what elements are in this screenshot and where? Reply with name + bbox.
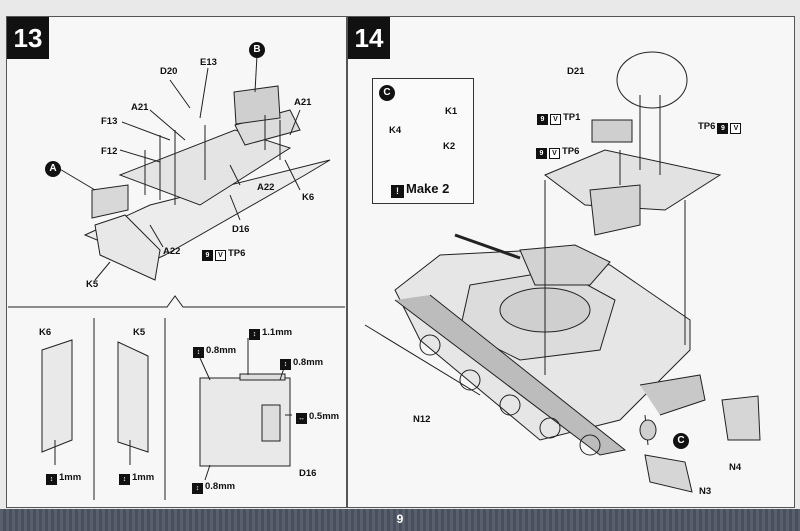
step-14-number: 14 <box>348 17 390 59</box>
k5-spacing-dim: ↕1mm <box>119 472 154 485</box>
part-label-k6: K6 <box>302 192 315 203</box>
callout-c-badge: C <box>673 433 689 449</box>
k6-spacing-text: 1mm <box>59 472 82 483</box>
part-label-d16: D16 <box>232 224 250 235</box>
part-label-f13: F13 <box>101 116 118 127</box>
tp6-text: TP6 <box>228 248 246 259</box>
measure-icon: ↕ <box>46 474 57 485</box>
part-label-a21-right: A21 <box>294 97 312 108</box>
measure-icon: ↕ <box>119 474 130 485</box>
part-label-d21: D21 <box>567 66 585 77</box>
step-13-number: 13 <box>7 17 49 59</box>
part-label-e13: E13 <box>200 57 217 68</box>
part-label-n4: N4 <box>729 462 742 473</box>
callout-b-badge: B <box>249 42 265 58</box>
part-label-k5: K5 <box>86 279 99 290</box>
k6-spacing-dim: ↕1mm <box>46 472 81 485</box>
photo-etch-icon: 9 <box>717 123 729 134</box>
d16-dim-1: ↕1.1mm <box>249 327 292 340</box>
d16-dim-4: ↔0.5mm <box>296 411 340 424</box>
measure-icon: ↕ <box>249 329 260 340</box>
page-number: 9 <box>396 512 404 526</box>
bend-icon: V <box>215 250 226 261</box>
part-label-f12: F12 <box>101 146 118 157</box>
measure-icon: ↕ <box>193 347 204 358</box>
part-label-k1: K1 <box>445 106 458 117</box>
d16-dim-3: ↕0.8mm <box>280 357 323 370</box>
exclamation-icon: ! <box>391 185 404 198</box>
part-label-n12: N12 <box>413 414 431 425</box>
part-label-a21-left: A21 <box>131 102 149 113</box>
bend-icon: V <box>550 114 561 125</box>
d16-dim-2: ↕0.8mm <box>193 345 236 358</box>
photo-etch-icon: 9 <box>536 148 547 159</box>
measure-icon: ↔ <box>296 413 307 424</box>
page-footer: 9 <box>0 509 800 531</box>
make-count-note: !Make 2 <box>391 182 449 198</box>
photo-etch-icon: 9 <box>537 114 548 125</box>
bend-icon: V <box>549 148 560 159</box>
subassembly-c-box: C K1 K4 K2 !Make 2 <box>372 78 474 204</box>
callout-a-badge: A <box>45 161 61 177</box>
part-label-a22-lower: A22 <box>163 246 181 257</box>
measure-icon: ↕ <box>280 359 291 370</box>
detail-label-d16: D16 <box>299 468 317 479</box>
part-label-k2: K2 <box>443 141 456 152</box>
d16-dim-5: ↕0.8mm <box>192 481 235 494</box>
photo-etch-icon: 9 <box>202 250 213 261</box>
part-label-n3: N3 <box>699 486 712 497</box>
k5-spacing-text: 1mm <box>132 472 155 483</box>
bend-icon: V <box>730 123 742 134</box>
subassembly-c-badge: C <box>379 85 395 101</box>
detail-label-k6: K6 <box>39 327 52 338</box>
part-label-k4: K4 <box>389 125 402 136</box>
detail-label-k5: K5 <box>133 327 146 338</box>
part-label-d20: D20 <box>160 66 178 77</box>
measure-icon: ↕ <box>192 483 203 494</box>
part-label-a22-upper: A22 <box>257 182 275 193</box>
